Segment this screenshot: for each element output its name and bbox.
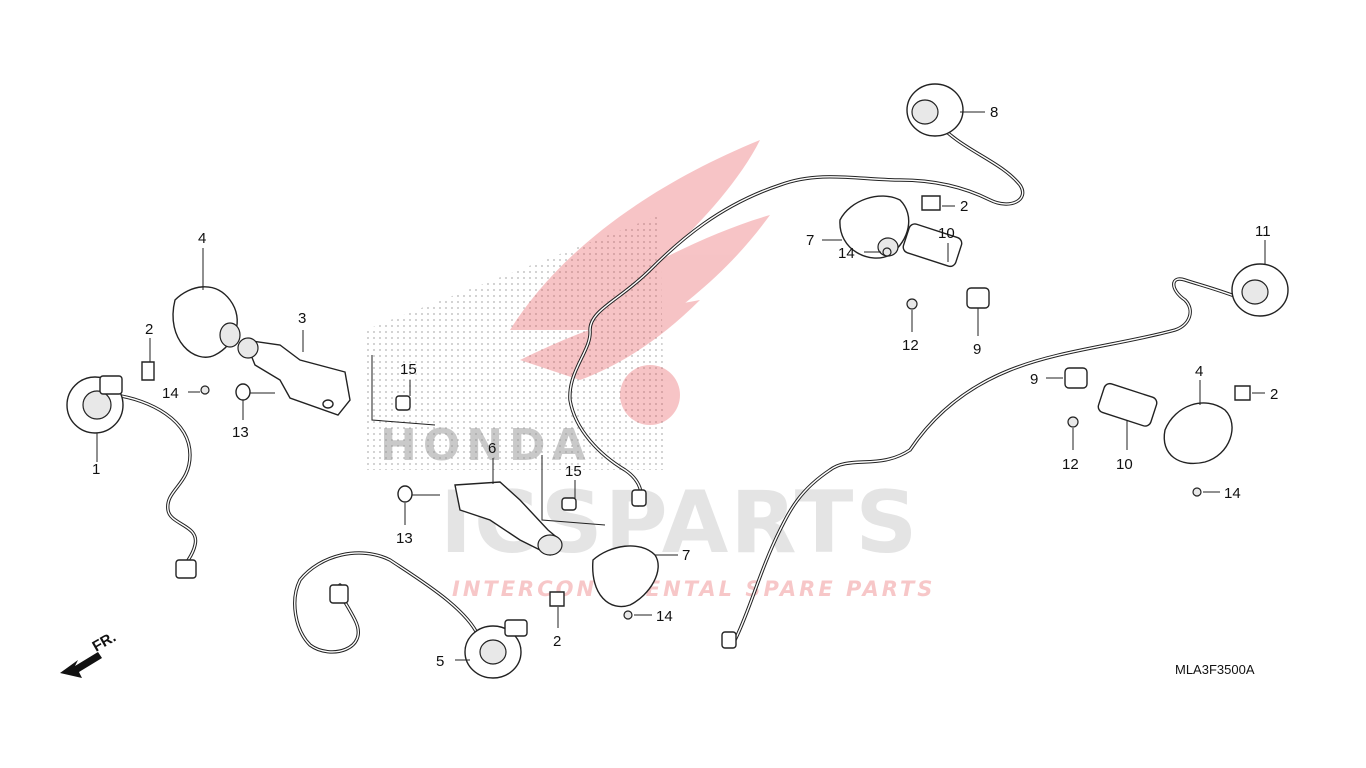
part-14-screw-top: [882, 247, 892, 257]
part-14-screw-left: [200, 385, 210, 395]
part-10-bulb-top: [902, 223, 963, 268]
callout-labels: 1 2 3 4 14 13 15 6 15 13 7 14 2 5 8 2 7 …: [92, 104, 1278, 670]
callout-12: 12: [1062, 456, 1079, 473]
part-11-socket: [1231, 263, 1289, 317]
part-13-bolt-center: [397, 485, 440, 503]
connector-5: [329, 584, 349, 604]
part-12-screw-right: [1067, 416, 1079, 428]
callout-10: 10: [938, 225, 955, 242]
callout-14: 14: [162, 385, 179, 402]
part-7-lens-center: [592, 545, 659, 608]
callout-14: 14: [656, 608, 673, 625]
part-14-screw-right: [1192, 487, 1202, 497]
callout-7: 7: [682, 547, 690, 564]
part-9-right: [1064, 367, 1088, 389]
callout-2: 2: [553, 633, 561, 650]
callout-8: 8: [990, 104, 998, 121]
front-label: FR.: [90, 629, 119, 656]
part-10-bulb-right: [1097, 382, 1158, 427]
connector-1: [175, 559, 197, 579]
callout-7: 7: [806, 232, 814, 249]
callout-10: 10: [1116, 456, 1133, 473]
callout-2: 2: [960, 198, 968, 215]
front-arrow-icon: [60, 652, 102, 678]
watermark: HONDA ICSPARTS INTERCONTINENTAL SPARE PA…: [365, 140, 935, 601]
callout-9: 9: [1030, 371, 1038, 388]
part-4-lens-right: [1163, 402, 1233, 465]
connector-11-end: [721, 631, 737, 649]
part-2-clip-top: [921, 195, 941, 211]
callout-4: 4: [1195, 363, 1203, 380]
callout-2: 2: [145, 321, 153, 338]
callout-14: 14: [1224, 485, 1241, 502]
watermark-secondary: INTERCONTINENTAL SPARE PARTS: [452, 577, 935, 601]
callout-15: 15: [400, 361, 417, 378]
callout-14: 14: [838, 245, 855, 262]
callout-1: 1: [92, 461, 100, 478]
part-3-housing: [237, 337, 351, 416]
part-15-screw-center: [561, 497, 577, 511]
part-5-socket: [464, 619, 528, 679]
callout-13: 13: [232, 424, 249, 441]
part-9-top: [966, 287, 990, 309]
part-13-bolt-left: [235, 383, 275, 401]
callout-13: 13: [396, 530, 413, 547]
callout-3: 3: [298, 310, 306, 327]
part-14-screw-center: [623, 610, 633, 620]
wiring: [113, 118, 1247, 654]
leader-lines: [96, 111, 1266, 661]
part-15-screw-left: [395, 395, 411, 411]
watermark-brand: HONDA: [380, 420, 592, 471]
diagram-code: MLA3F3500A: [1175, 662, 1255, 677]
callout-9: 9: [973, 341, 981, 358]
honda-wing-logo: [510, 140, 770, 425]
watermark-dot-texture: [365, 215, 665, 470]
callout-6: 6: [488, 440, 496, 457]
part-7-lens-top: [839, 195, 910, 259]
callout-12: 12: [902, 337, 919, 354]
callout-11: 11: [1255, 223, 1271, 240]
part-2-clip-center: [549, 591, 565, 607]
part-6-housing: [454, 481, 563, 556]
callout-5: 5: [436, 653, 444, 670]
callout-4: 4: [198, 230, 206, 247]
part-12-screw-top: [906, 298, 918, 310]
part-2-clip-right: [1234, 385, 1251, 401]
part-8-socket: [906, 83, 964, 137]
part-1-socket: [66, 375, 124, 434]
connector-8-end: [631, 489, 647, 507]
part-4-lens-left: [172, 286, 241, 358]
front-direction-indicator: FR.: [60, 629, 119, 678]
part-2-clip-left: [141, 361, 155, 381]
callout-2: 2: [1270, 386, 1278, 403]
callout-15: 15: [565, 463, 582, 480]
